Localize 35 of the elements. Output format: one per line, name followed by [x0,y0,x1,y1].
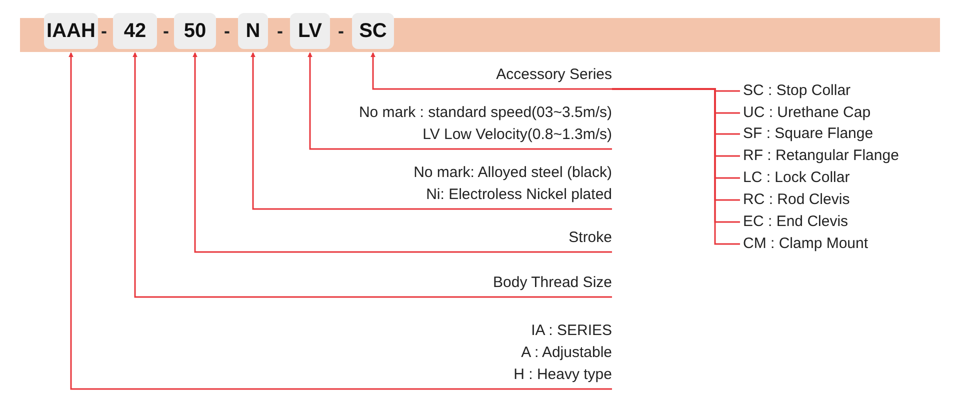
separator-dash: - [101,21,107,41]
description-label: H : Heavy type [514,365,612,385]
description-label: Body Thread Size [493,272,612,294]
arrow [308,52,612,150]
description-label: No mark: Alloyed steel (black) [414,163,612,183]
separator-dash: - [277,21,283,41]
arrow [132,52,612,298]
code-segment: LV [290,13,330,49]
option-label: RF : Retangular Flange [743,146,899,166]
option-label: LC : Lock Collar [743,168,850,188]
description-label: A : Adjustable [520,343,612,363]
option-label: SF : Square Flange [743,124,874,144]
option-label: CM : Clamp Mount [743,234,868,254]
option-label: UC : Urethane Cap [743,103,871,123]
arrow [370,52,612,90]
option-label: RC : Rod Clevis [743,190,850,210]
arrow [250,52,612,210]
description-label: LV Low Velocity(0.8~1.3m/s) [422,125,612,145]
code-segment: SC [352,13,394,49]
arrow [68,52,612,390]
description-label: Ni: Electroless Nickel plated [425,185,612,205]
description-label: No mark : standard speed(03~3.5m/s) [358,103,612,123]
description-label: Stroke [568,227,612,249]
code-segment: 42 [113,13,157,49]
option-label: SC : Stop Collar [743,81,851,101]
description-label: Accessory Series [496,64,612,86]
code-segment: IAAH [44,13,98,49]
option-label: EC : End Clevis [743,212,848,232]
separator-dash: - [163,21,169,41]
separator-dash: - [224,21,230,41]
code-segment: N [238,13,268,49]
code-segment: 50 [174,13,216,49]
description-label: IA : SERIES [530,321,612,341]
arrow [192,52,612,253]
separator-dash: - [338,21,344,41]
